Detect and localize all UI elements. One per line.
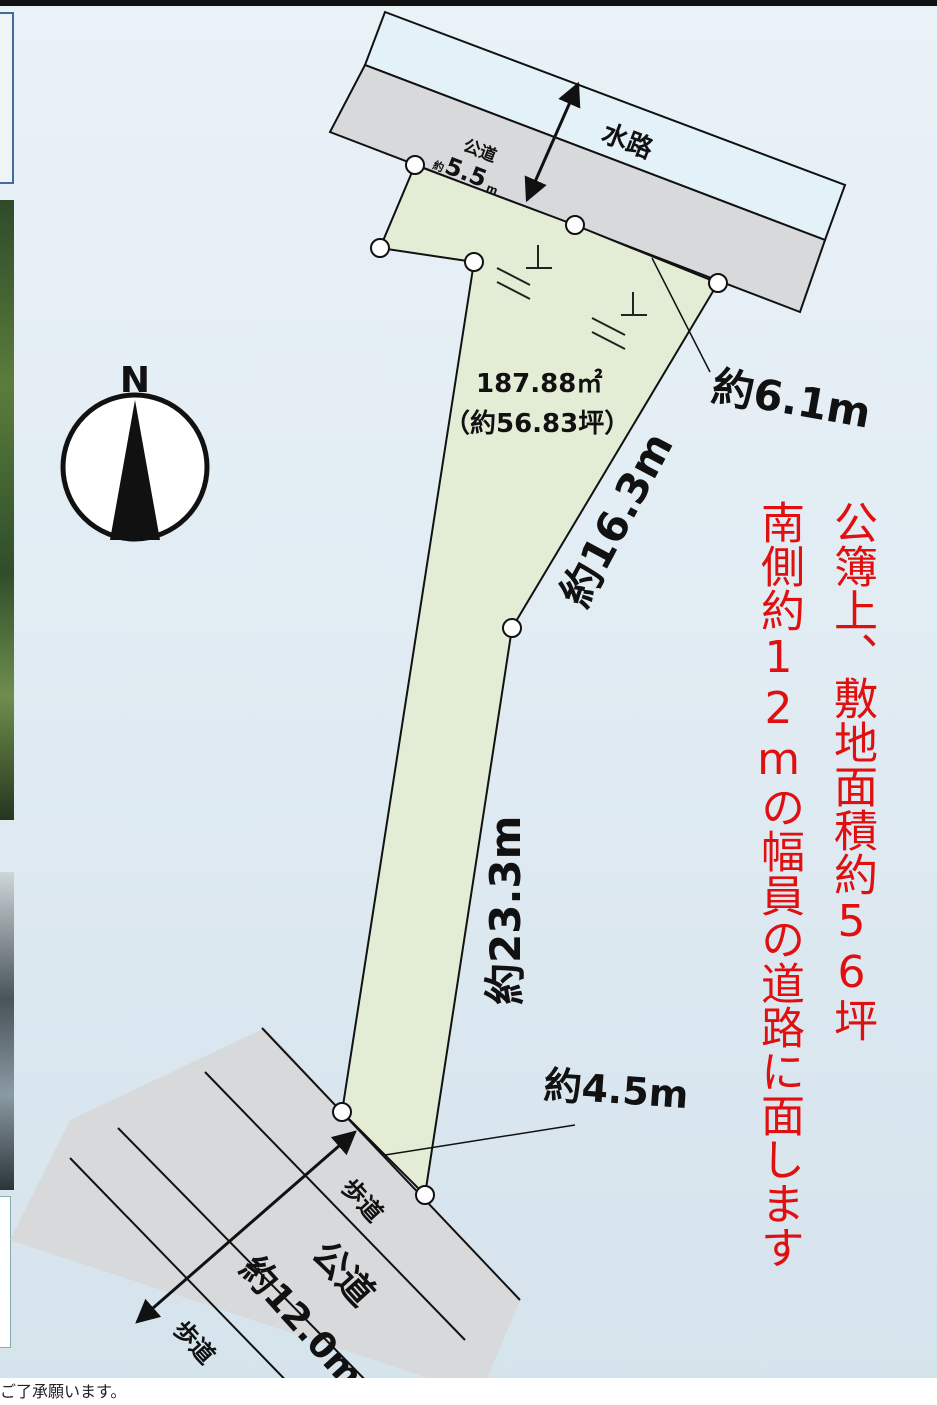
compass-n-label: N	[120, 360, 150, 401]
west-edge-label: 約23.3m	[481, 816, 530, 1005]
left-thumbnail-frame[interactable]	[0, 12, 14, 184]
top-border	[0, 0, 937, 6]
left-thumbnail-box[interactable]	[0, 1196, 11, 1348]
note-line-2: 南側約12mの幅員の道路に面します	[753, 500, 804, 1269]
north-road-width-arrow	[524, 81, 581, 203]
north-road-width-prefix: 約	[431, 158, 446, 175]
corner-points	[332, 155, 728, 1205]
compass-icon: N	[60, 360, 210, 542]
south-edge-leader	[384, 1124, 576, 1156]
south-road-width-arrow	[135, 1130, 357, 1324]
lot-polygon	[340, 163, 720, 1198]
north-edge-leader	[651, 257, 711, 373]
field-symbols	[496, 245, 647, 350]
area-tsubo-label: （約56.83坪）	[444, 408, 630, 439]
footer-note: ご了承願います。	[0, 1378, 937, 1405]
left-thumbnail-photo-2[interactable]	[0, 872, 14, 1190]
left-thumbnail-photo[interactable]	[0, 200, 14, 820]
south-edge-label: 約4.5m	[542, 1063, 690, 1117]
north-edge-label: 約6.1m	[708, 362, 874, 438]
sidewalk-south-label: 歩道	[168, 1315, 221, 1369]
area-sqm-label: 187.88㎡	[476, 368, 602, 399]
note-line-1: 公簿上、敷地面積約56坪	[826, 500, 877, 1042]
north-road-width-unit: m	[484, 181, 499, 197]
